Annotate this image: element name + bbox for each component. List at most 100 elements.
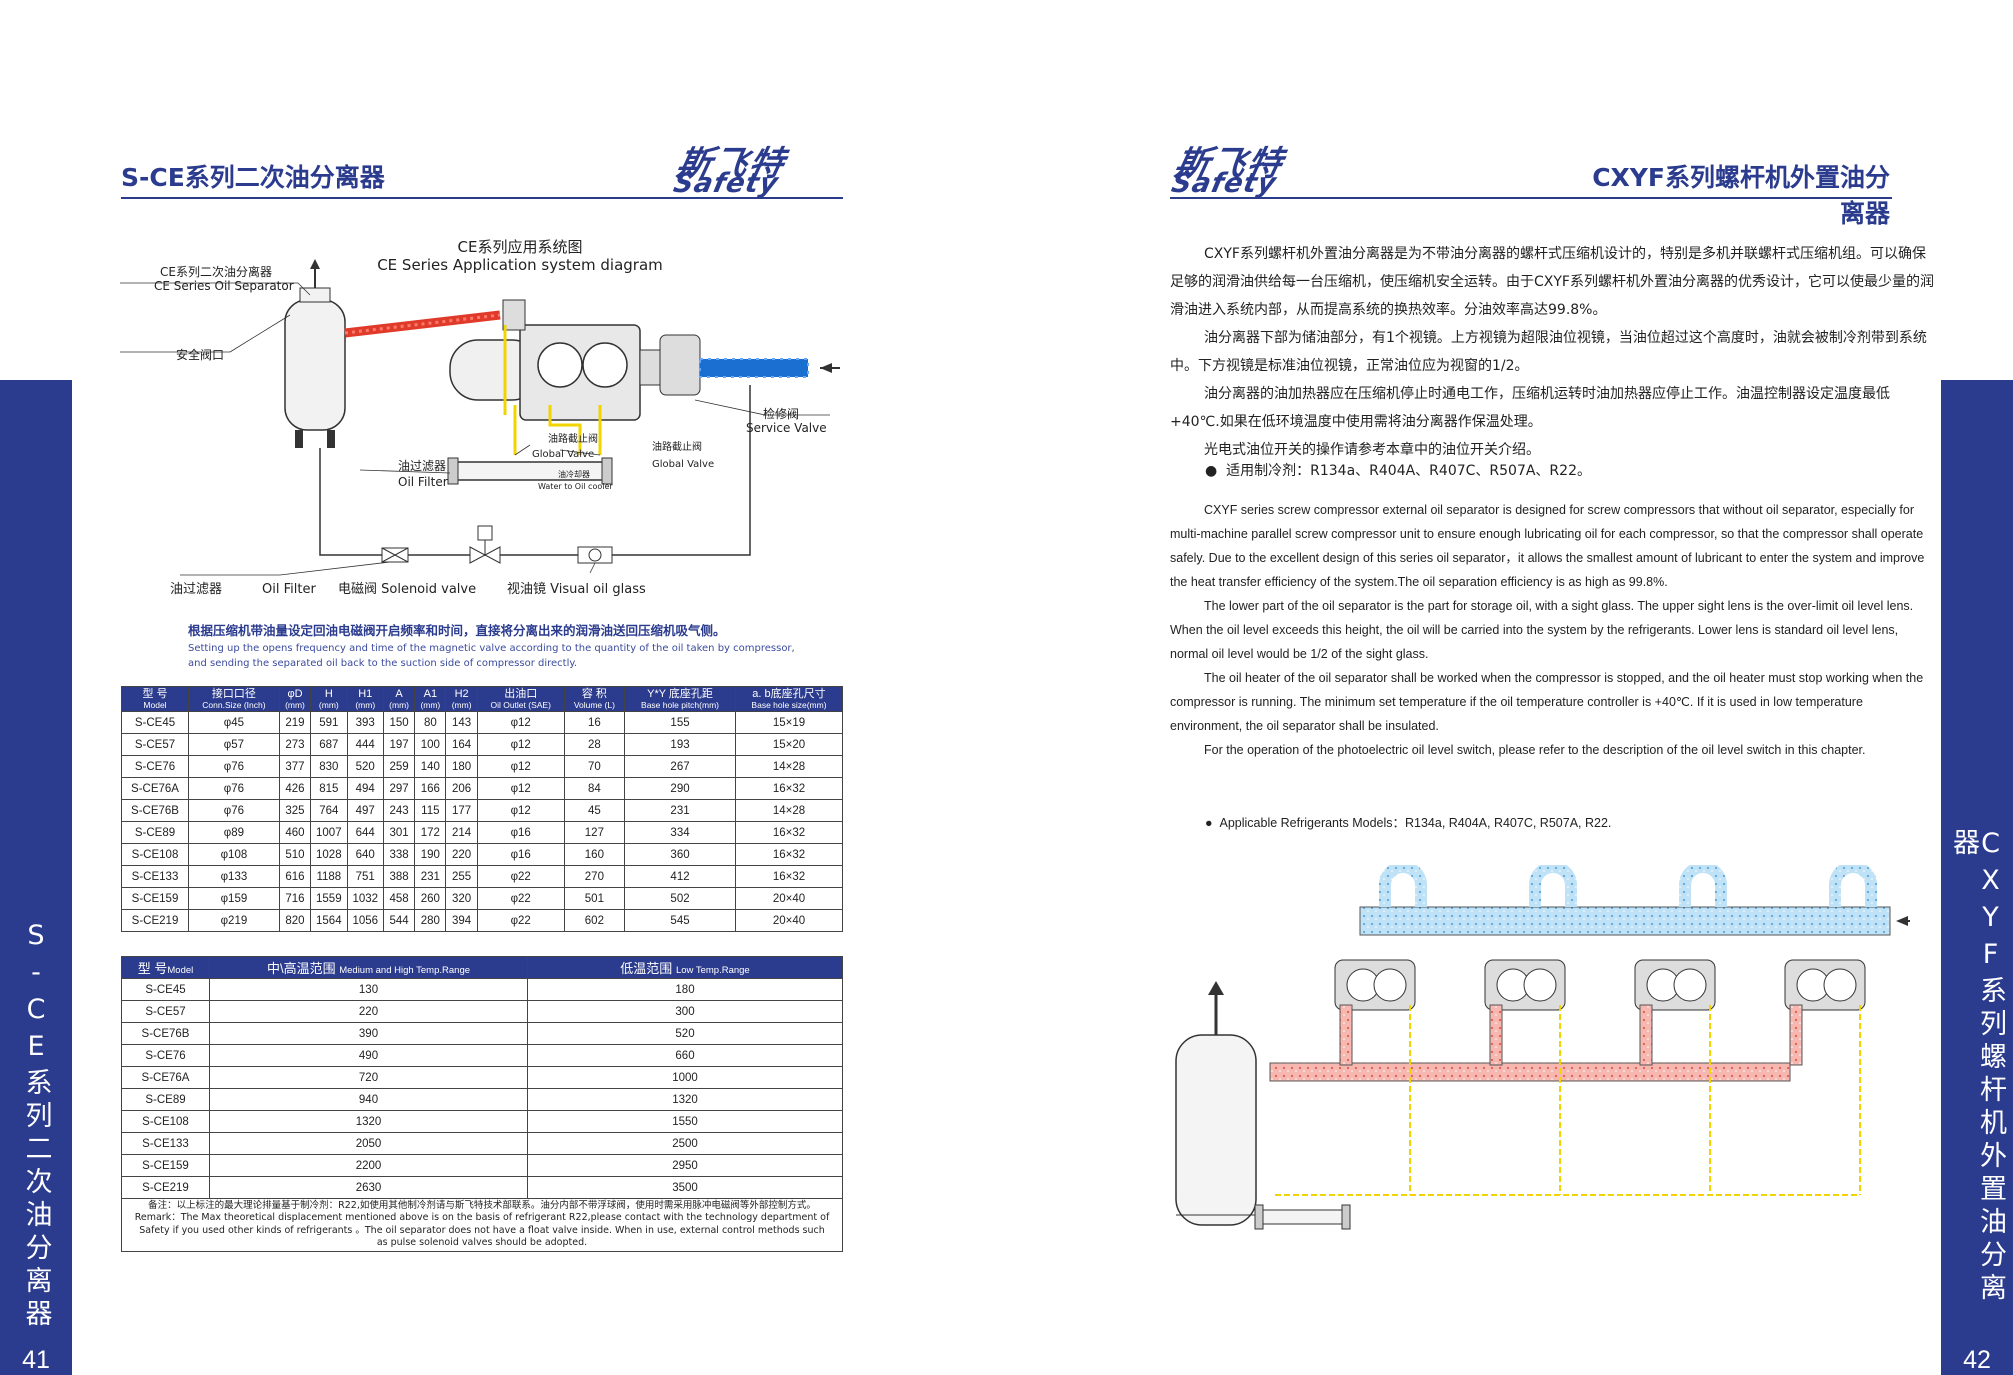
spec-cell: 16	[563, 711, 626, 735]
spec-col-header: A(mm)	[382, 685, 416, 713]
external-oil-separator	[1175, 981, 1257, 1226]
temp-cell: S-CE57	[121, 1000, 210, 1023]
spec-cell: 544	[382, 909, 416, 933]
note-en-2: and sending the separated oil back to th…	[188, 657, 578, 669]
discharge-risers	[1339, 1004, 1803, 1066]
spec-cell: φ22	[476, 865, 565, 889]
temp-cell: S-CE76A	[121, 1066, 210, 1089]
oil-cooler	[447, 457, 613, 485]
spec-cell: 820	[278, 909, 312, 933]
spec-cell: 602	[563, 909, 626, 933]
spec-cell: 206	[445, 777, 478, 801]
spec-cell: 394	[445, 909, 478, 933]
label-safety-valve: 安全阀口	[176, 348, 225, 362]
spec-col-header: A1(mm)	[414, 685, 447, 713]
spec-cell: φ57	[188, 733, 280, 757]
spec-cell: S-CE108	[120, 843, 190, 867]
spec-cell: 166	[414, 777, 447, 801]
remark-line: Safety if you used other kinds of refrig…	[139, 1224, 825, 1236]
left-page-number: 41	[22, 1346, 50, 1374]
temp-cell: 940	[209, 1088, 528, 1111]
en-paragraph: The oil heater of the oil separator shal…	[1170, 671, 1924, 733]
temp-h-mid: 中\高温范围 Medium and High Temp.Range	[209, 956, 528, 979]
temp-cell: S-CE45	[121, 978, 210, 1001]
spec-cell: 301	[382, 821, 416, 845]
spec-col-header: H(mm)	[310, 685, 348, 713]
spec-cell: 270	[563, 865, 626, 889]
spec-cell: 255	[445, 865, 478, 889]
spec-cell: 197	[382, 733, 416, 757]
diagram-title-en: CE Series Application system diagram	[377, 256, 663, 274]
spec-cell: 273	[278, 733, 312, 757]
remark-line: 备注：以上标注的最大理论排量基于制冷剂：R22,如使用其他制冷剂请与斯飞特技术部…	[148, 1200, 816, 1211]
note-cn: 根据压缩机带油量设定回油电磁阀开启频率和时间，直接将分离出来的润滑油送回压缩机吸…	[188, 623, 726, 638]
spec-cell: 1007	[310, 821, 348, 845]
spec-cell: φ16	[476, 843, 565, 867]
spec-cell: 1188	[310, 865, 348, 889]
spec-cell: S-CE45	[120, 711, 190, 735]
left-page-title: S-CE系列二次油分离器	[121, 163, 385, 192]
spec-cell: φ45	[188, 711, 280, 735]
spec-cell: 20×40	[734, 909, 844, 933]
temp-cell: 1000	[527, 1066, 843, 1089]
cn-refrigerant-bullet: ● 适用制冷剂：R134a、R404A、R407C、R507A、R22。	[1205, 463, 1591, 479]
temp-cell: 2630	[209, 1176, 528, 1199]
spec-cell: 1559	[310, 887, 348, 911]
temp-cell: 1320	[209, 1110, 528, 1133]
spec-cell: φ12	[476, 799, 565, 823]
oil-separator-vessel	[284, 259, 346, 448]
spec-cell: 545	[624, 909, 736, 933]
spec-cell: 231	[624, 799, 736, 823]
spec-cell: 716	[278, 887, 312, 911]
return-oil-line	[319, 385, 751, 556]
temp-table: 型 号Model 中\高温范围 Medium and High Temp.Ran…	[121, 956, 843, 1199]
temp-cell: S-CE133	[121, 1132, 210, 1155]
right-logo-en: Safety	[1168, 168, 1280, 199]
temp-cell: 390	[209, 1022, 528, 1045]
temp-cell: 490	[209, 1044, 528, 1067]
spec-cell: φ16	[476, 821, 565, 845]
suction-loops	[1379, 865, 1877, 907]
spec-cell: 830	[310, 755, 348, 779]
left-side-tab: S-CE系列二次油分离器 41	[0, 380, 72, 1375]
spec-cell: 214	[445, 821, 478, 845]
oil-lines	[503, 325, 602, 455]
spec-cell: φ76	[188, 755, 280, 779]
spec-cell: 16×32	[734, 865, 844, 889]
spec-cell: 460	[278, 821, 312, 845]
spec-cell: 280	[414, 909, 447, 933]
label-oil-cooler-cn: 油冷却器	[558, 470, 590, 479]
spec-cell: 388	[382, 865, 416, 889]
spec-cell: φ12	[476, 755, 565, 779]
right-header-rule	[1170, 197, 1892, 199]
label-oil-filter-en: Oil Filter	[262, 582, 316, 597]
spec-cell: φ133	[188, 865, 280, 889]
spec-cell: 325	[278, 799, 312, 823]
spec-cell: 426	[278, 777, 312, 801]
spec-cell: 14×28	[734, 799, 844, 823]
label-service-valve-en: Service Valve	[746, 421, 827, 435]
temp-cell: 520	[527, 1022, 843, 1045]
spec-cell: 231	[414, 865, 447, 889]
spec-cell: 219	[278, 711, 312, 735]
cn-paragraph: 光电式油位开关的操作请参考本章中的油位开关介绍。	[1204, 442, 1540, 458]
temp-table-header: 型 号Model 中\高温范围 Medium and High Temp.Ran…	[121, 956, 843, 979]
compressor-group	[1334, 959, 1866, 1011]
diagram-title: CE系列应用系统图 CE Series Application system d…	[360, 238, 680, 274]
spec-cell: 193	[624, 733, 736, 757]
spec-cell: S-CE89	[120, 821, 190, 845]
cn-paragraph: 油分离器的油加热器应在压缩机停止时通电工作，压缩机运转时油加热器应停止工作。油温…	[1170, 386, 1890, 430]
spec-cell: 115	[414, 799, 447, 823]
